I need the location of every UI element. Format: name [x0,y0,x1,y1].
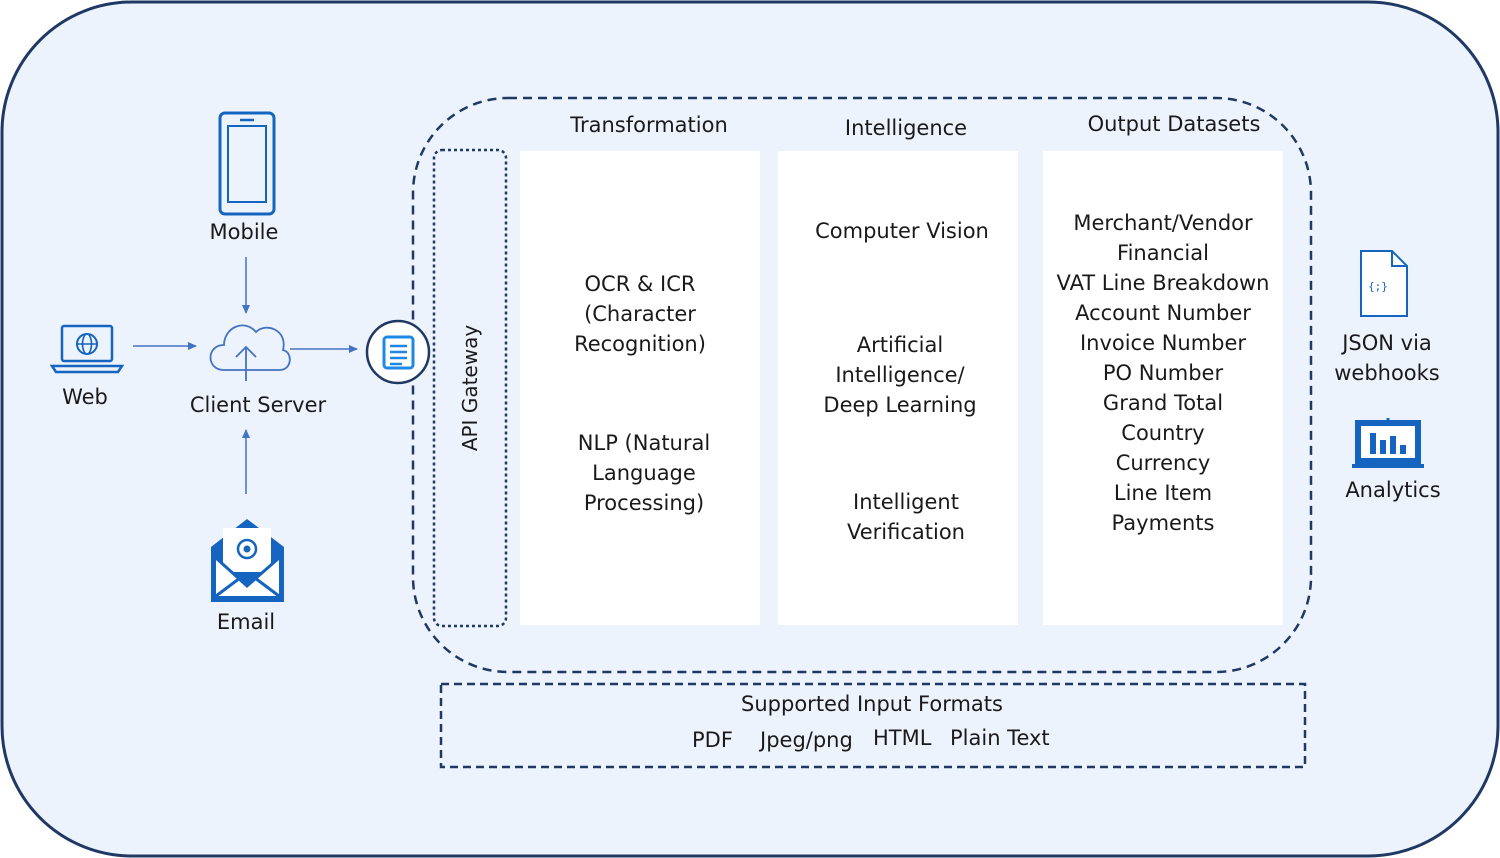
intelligence-group-ai: Artificial Intelligence/ Deep Learning [780,330,1020,420]
transformation-group-nlp: NLP (Natural Language Processing) [524,428,764,518]
list-item: Recognition) [574,332,706,356]
smartphone-icon [218,111,276,216]
cloud-upload-icon [209,324,291,381]
json-file-icon: {;} [1360,250,1408,317]
list-item: PO Number [1102,361,1224,385]
list-item: Artificial [856,333,944,357]
list-item: Verification [847,520,965,544]
intelligence-group-verification: Intelligent Verification [786,487,1026,547]
list-item: Account Number [1075,301,1251,325]
api-gateway-label: API Gateway [458,324,482,452]
transformation-title: Transformation [570,113,728,137]
bar-chart-board-icon [1352,418,1424,468]
intelligence-group-cv: Computer Vision [782,216,1022,246]
list-item: Merchant/Vendor [1073,211,1253,235]
intelligence-card [778,151,1018,625]
list-item: Grand Total [1102,391,1224,415]
format-jpeg-png: Jpeg/png [760,728,853,752]
format-html: HTML [873,726,932,750]
list-item: NLP (Natural [577,431,711,455]
list-item: Country [1121,421,1205,445]
web-label: Web [62,385,108,409]
envelope-at-icon [211,519,284,602]
json-output-label: JSON via webhooks [1317,328,1457,388]
list-item: Currency [1115,451,1211,475]
format-pdf: PDF [692,728,733,752]
list-item: Computer Vision [815,219,989,243]
list-item: Payments [1111,511,1215,535]
mobile-label: Mobile [209,220,279,244]
list-item: Language [592,461,696,485]
output-datasets-title: Output Datasets [1087,112,1261,136]
list-item: Processing) [583,491,705,515]
list-item: Deep Learning [823,393,977,417]
input-formats-title: Supported Input Formats [741,692,1003,716]
list-item: Invoice Number [1079,331,1247,355]
json-output-line1: JSON via [1342,331,1432,355]
list-item: Financial [1117,241,1209,265]
transformation-group-ocr: OCR & ICR (Character Recognition) [520,269,760,359]
json-output-line2: webhooks [1334,361,1440,385]
processing-boundary [411,96,1313,674]
list-item: Intelligence/ [835,363,965,387]
list-item: Intelligent [853,490,959,514]
svg-text:{;}: {;} [1368,280,1388,293]
list-item: VAT Line Breakdown [1056,271,1270,295]
output-datasets-card [1043,151,1283,625]
list-item: Line Item [1113,481,1213,505]
email-label: Email [216,610,276,634]
list-item: OCR & ICR [584,272,696,296]
input-formats-box [439,682,1307,769]
laptop-globe-icon [49,324,125,374]
transformation-card [520,151,760,625]
list-item: (Character [584,302,696,326]
format-plain-text: Plain Text [950,726,1050,750]
document-lines-icon [365,319,431,385]
analytics-label: Analytics [1345,478,1441,502]
client-server-label: Client Server [189,393,327,417]
intelligence-title: Intelligence [844,116,968,140]
output-datasets-list: Merchant/Vendor Financial VAT Line Break… [1043,208,1283,538]
